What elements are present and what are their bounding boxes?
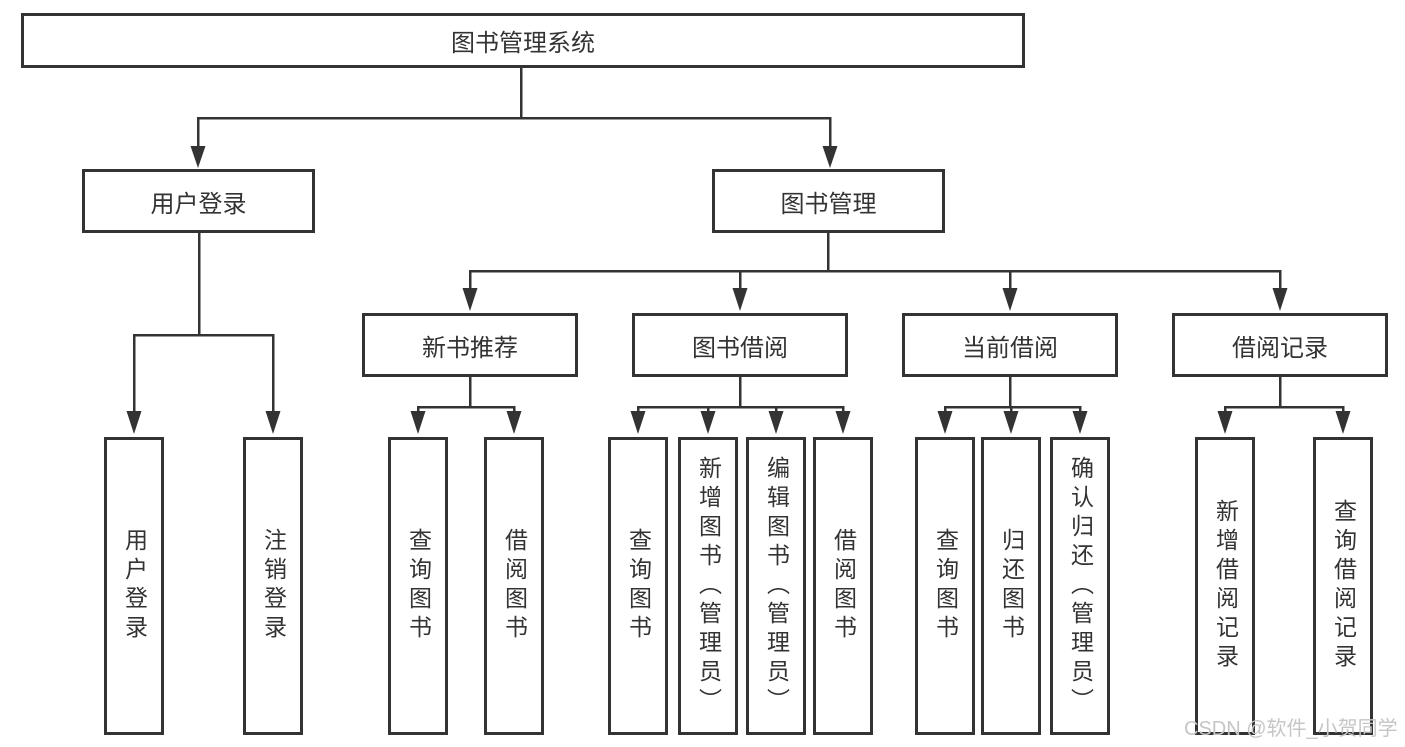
node-borrowing-records: 借阅记录 [1172, 313, 1388, 377]
watermark-text: CSDN @软件_小贺同学 [1184, 718, 1398, 740]
leaf-borrow-books-borrowing: 借阅图书 [813, 437, 873, 735]
node-label: 查询图书 [932, 528, 959, 644]
leaf-user-login: 用户登录 [104, 437, 164, 735]
node-user-login: 用户登录 [82, 169, 315, 233]
leaf-query-books-borrowing: 查询图书 [608, 437, 668, 735]
leaf-query-books-current: 查询图书 [915, 437, 975, 735]
node-label: 查询图书 [405, 528, 432, 644]
node-book-borrowing: 图书借阅 [632, 313, 848, 377]
node-label: 图书借阅 [692, 334, 788, 362]
node-label: 用户登录 [121, 528, 148, 644]
node-label: 注销登录 [260, 528, 287, 644]
node-current-borrowing: 当前借阅 [902, 313, 1118, 377]
leaf-add-books-admin: 新增图书（管理员） [678, 437, 738, 735]
node-label: 归还图书 [998, 528, 1025, 644]
node-label: 借阅图书 [830, 528, 857, 644]
leaf-query-borrow-record: 查询借阅记录 [1313, 437, 1373, 735]
node-label: 新增图书（管理员） [695, 455, 722, 717]
leaf-confirm-return-admin: 确认归还（管理员） [1050, 437, 1110, 735]
node-book-management: 图书管理 [712, 169, 945, 233]
node-label: 借阅记录 [1232, 334, 1328, 362]
node-label: 当前借阅 [962, 334, 1058, 362]
leaf-borrow-books-recommend: 借阅图书 [484, 437, 544, 735]
node-label: 图书管理 [780, 190, 877, 218]
leaf-logout: 注销登录 [243, 437, 303, 735]
node-label: 新书推荐 [422, 334, 518, 362]
leaf-return-books: 归还图书 [981, 437, 1041, 735]
leaf-query-books-recommend: 查询图书 [388, 437, 448, 735]
node-label: 新增借阅记录 [1212, 499, 1239, 673]
node-label: 编辑图书（管理员） [763, 455, 790, 717]
node-label: 查询图书 [625, 528, 652, 644]
node-library-management-system: 图书管理系统 [21, 13, 1025, 68]
node-label: 用户登录 [150, 190, 247, 218]
node-label: 查询借阅记录 [1330, 499, 1357, 673]
leaf-edit-books-admin: 编辑图书（管理员） [746, 437, 806, 735]
node-label: 借阅图书 [501, 528, 528, 644]
node-new-book-recommendation: 新书推荐 [362, 313, 578, 377]
node-label: 图书管理系统 [451, 30, 595, 57]
leaf-add-borrow-record: 新增借阅记录 [1195, 437, 1255, 735]
node-label: 确认归还（管理员） [1067, 455, 1094, 717]
